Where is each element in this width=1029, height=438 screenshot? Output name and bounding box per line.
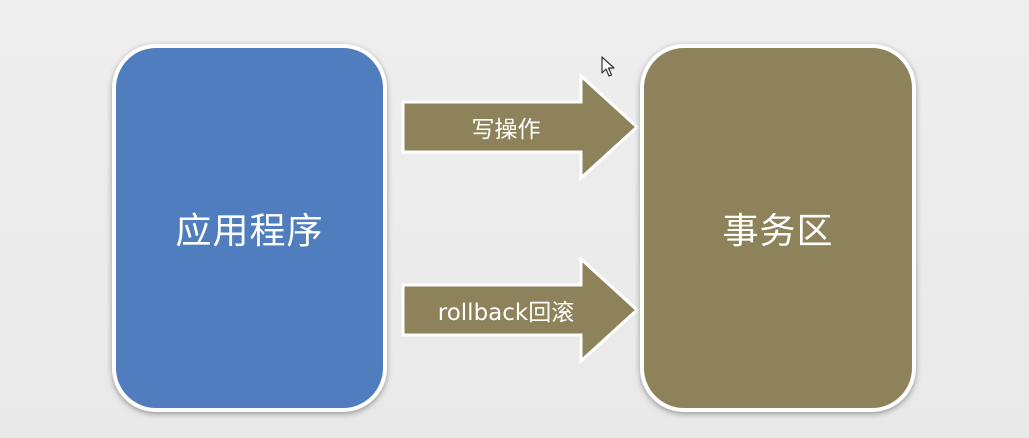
write-operation-arrow: 写操作 xyxy=(401,72,641,182)
rollback-label: rollback回滚 xyxy=(437,300,575,326)
rollback-arrow: rollback回滚 xyxy=(401,255,641,365)
arrow-right-icon xyxy=(401,255,640,365)
transaction-area-box-label: 事务区 xyxy=(722,211,834,252)
application-box: 应用程序 xyxy=(112,44,387,412)
write-operation-label: 写操作 xyxy=(471,117,541,143)
transaction-area-box: 事务区 xyxy=(640,44,916,412)
mouse-pointer-icon xyxy=(601,56,617,78)
arrow-right-icon xyxy=(401,72,640,182)
application-box-label: 应用程序 xyxy=(175,211,324,252)
